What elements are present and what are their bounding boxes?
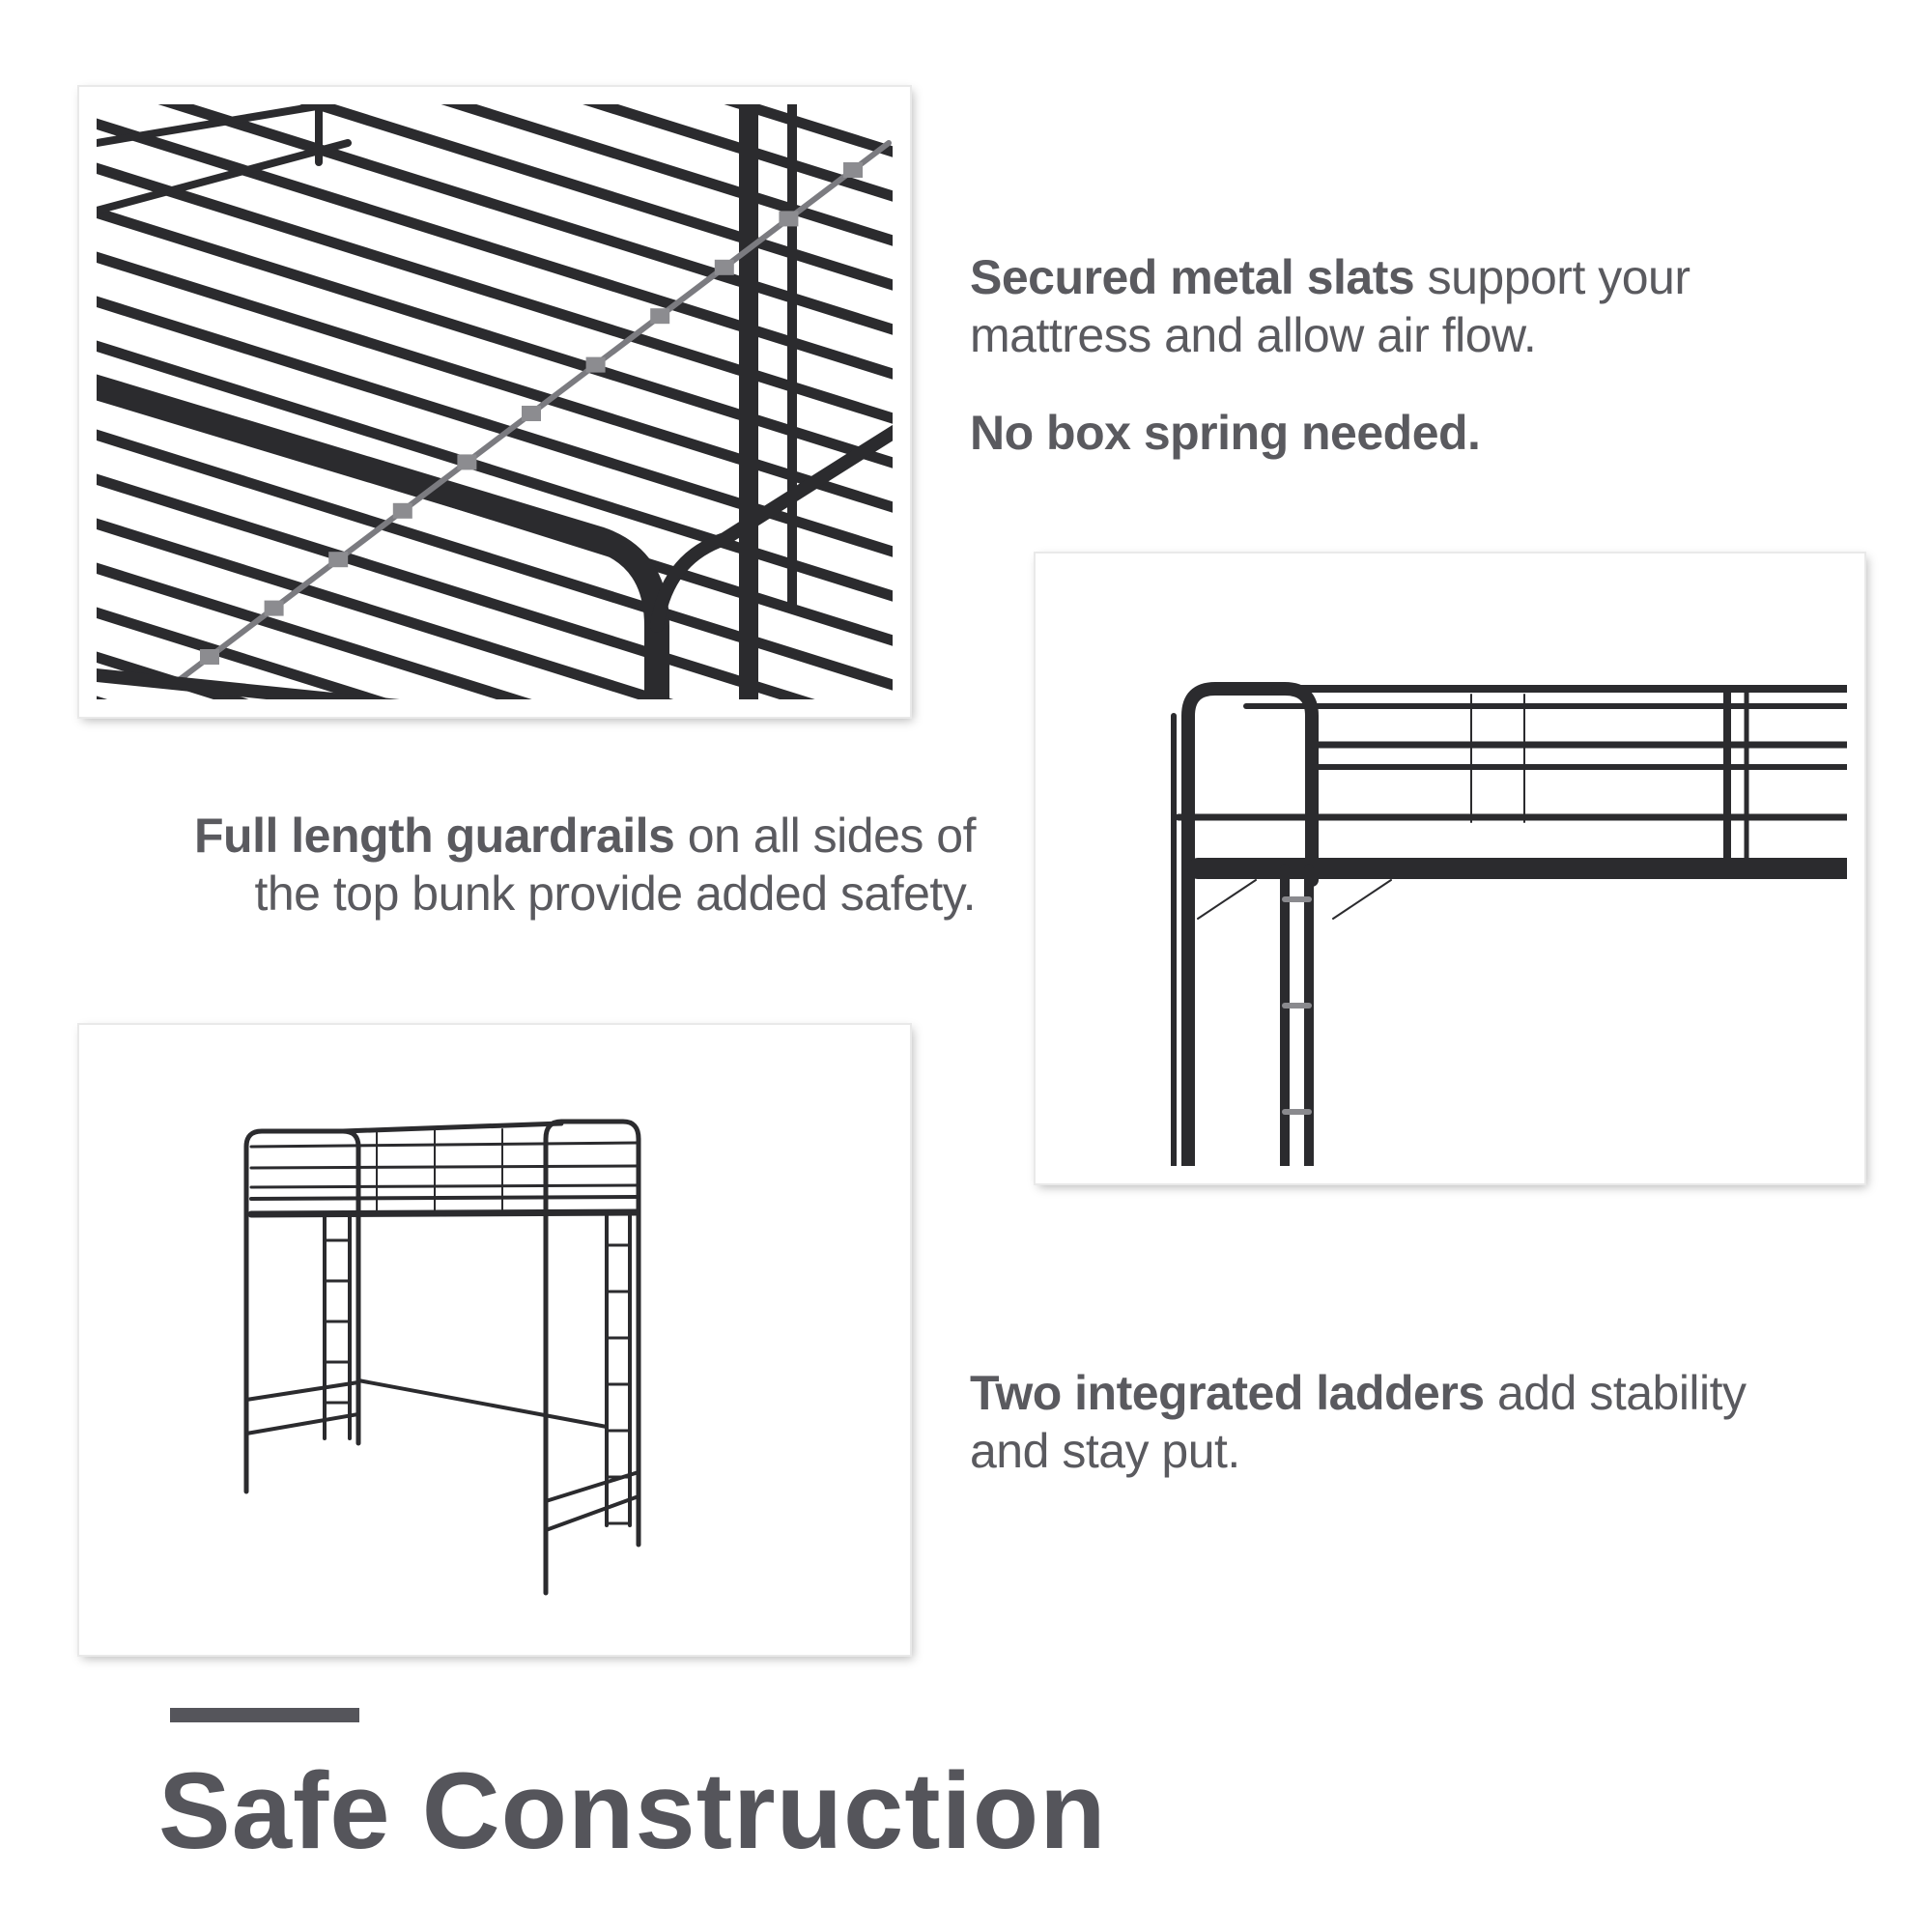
ladders-caption-rest: add stability and stay put. <box>970 1366 1747 1478</box>
loft-bed-photo-frame <box>79 1025 910 1655</box>
guardrails-caption: Full length guardrails on all sides of t… <box>145 807 977 923</box>
page-title: Safe Construction <box>158 1750 1107 1871</box>
loft-bed-photo <box>97 1042 893 1637</box>
ladders-caption-bold: Two integrated ladders <box>970 1366 1485 1420</box>
guardrail-photo-frame <box>1036 554 1864 1183</box>
slats-caption-bold: Secured metal slats <box>970 250 1415 304</box>
guardrail-closeup-photo <box>1053 571 1847 1166</box>
no-box-spring-caption: No box spring needed. <box>970 406 1481 460</box>
slats-caption: Secured metal slats support your mattres… <box>970 248 1762 364</box>
ladders-caption: Two integrated ladders add stability and… <box>970 1364 1762 1480</box>
guardrails-caption-rest: on all sides of the top bunk provide add… <box>254 809 976 921</box>
title-accent-bar <box>170 1708 359 1722</box>
guardrails-caption-bold: Full length guardrails <box>193 809 675 863</box>
slats-caption-rest: support your mattress and allow air flow… <box>970 250 1690 362</box>
slats-photo-frame <box>79 87 910 717</box>
slats-closeup-photo <box>97 104 893 699</box>
